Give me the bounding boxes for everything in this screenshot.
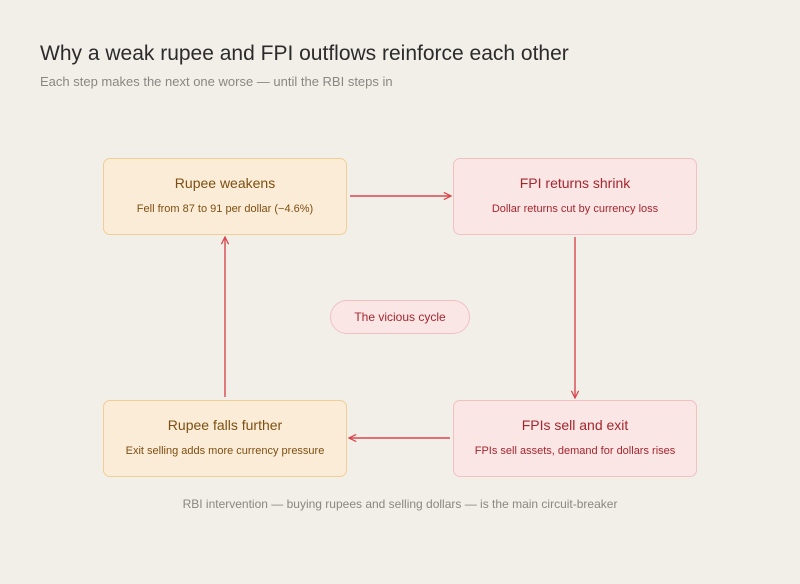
step-detail: Dollar returns cut by currency loss	[491, 203, 659, 215]
step-detail: Exit selling adds more currency pressure	[125, 445, 325, 457]
page-subtitle: Each step makes the next one worse — unt…	[40, 74, 393, 89]
step-title: Rupee falls further	[167, 417, 283, 433]
step-title: FPI returns shrink	[519, 175, 631, 191]
step-fpis-sell-and-exit: FPIs sell and exit FPIs sell assets, dem…	[453, 400, 697, 477]
step-fpi-returns-shrink: FPI returns shrink Dollar returns cut by…	[453, 158, 697, 235]
vicious-cycle-label: The vicious cycle	[330, 300, 470, 334]
step-rupee-weakens: Rupee weakens Fell from 87 to 91 per dol…	[103, 158, 347, 235]
step-detail: FPIs sell assets, demand for dollars ris…	[474, 445, 676, 457]
step-detail: Fell from 87 to 91 per dollar (−4.6%)	[136, 203, 314, 215]
footnote: RBI intervention — buying rupees and sel…	[182, 497, 618, 511]
step-title: FPIs sell and exit	[521, 417, 629, 433]
step-rupee-falls-further: Rupee falls further Exit selling adds mo…	[103, 400, 347, 477]
page-title: Why a weak rupee and FPI outflows reinfo…	[40, 42, 569, 65]
step-title: Rupee weakens	[174, 175, 276, 191]
